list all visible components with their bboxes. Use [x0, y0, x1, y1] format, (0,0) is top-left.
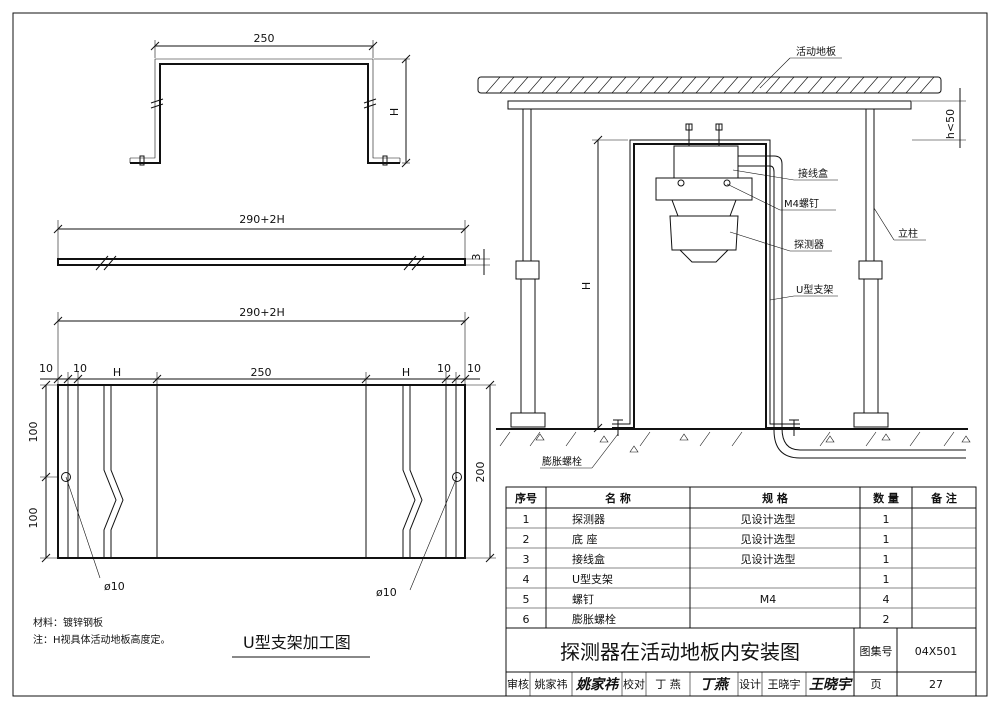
label-u-bracket: U型支架: [796, 283, 833, 296]
install-dim-h: H: [580, 282, 593, 290]
label-m4-screw: M4螺钉: [784, 198, 819, 210]
hole-label-left: ø10: [104, 580, 125, 593]
designer-name: 王晓宇: [768, 678, 801, 691]
checker-signature: 丁燕: [700, 676, 731, 693]
title-block: 探测器在活动地板内安装图 图集号 04X501 页 27 审核 姚家祎 姚家祎 …: [505, 627, 977, 697]
atlas-number: 04X501: [915, 645, 958, 658]
svg-text:U型支架: U型支架: [572, 572, 613, 586]
svg-text:1: 1: [883, 533, 890, 546]
svg-text:探测器: 探测器: [572, 513, 605, 526]
flat-pattern-view: 290+2H 10 10 H 250 H 10 10 ø10: [27, 306, 496, 599]
svg-text:M4: M4: [760, 593, 777, 606]
dim-left-100-top: 100: [27, 422, 40, 443]
dim-flat-10b: 10: [73, 362, 87, 375]
svg-text:见设计选型: 见设计选型: [741, 512, 796, 526]
svg-text:膨胀螺栓: 膨胀螺栓: [572, 612, 616, 626]
svg-text:底 座: 底 座: [572, 532, 598, 546]
installation-view: H h<50 活动地板 接线盒 M4螺钉 探测器 立柱 U型支架 膨胀螺栓: [477, 45, 971, 469]
svg-text:4: 4: [883, 593, 890, 606]
dim-flat-length: 290+2H: [239, 306, 284, 319]
dim-right-200: 200: [474, 462, 487, 483]
table-row: 1 探测器 见设计选型 1: [523, 512, 890, 526]
dim-left-100-bottom: 100: [27, 508, 40, 529]
sheet-border: [12, 12, 988, 697]
table-row: 2 底 座 见设计选型 1: [523, 532, 890, 546]
svg-text:2: 2: [523, 533, 530, 546]
table-header-name: 名 称: [605, 491, 631, 505]
dim-strip-length: 290+2H: [239, 213, 284, 226]
dim-flat-h-left: H: [113, 366, 121, 379]
dim-flat-10c: 10: [437, 362, 451, 375]
svg-text:见设计选型: 见设计选型: [741, 532, 796, 546]
dim-250-top: 250: [254, 32, 275, 45]
reviewer-signature: 姚家祎: [575, 676, 620, 693]
label-post: 立柱: [898, 227, 918, 240]
table-row: 3 接线盒 见设计选型 1: [523, 552, 890, 566]
dim-flat-h-right: H: [402, 366, 410, 379]
dim-flat-10d: 10: [467, 362, 481, 375]
label-anchor-bolt: 膨胀螺栓: [542, 455, 582, 468]
height-note: 注：H视具体活动地板高度定。: [33, 633, 171, 646]
svg-text:2: 2: [883, 613, 890, 626]
svg-text:1: 1: [883, 513, 890, 526]
table-row: 5 螺钉 M4 4: [523, 593, 890, 606]
hole-label-right: ø10: [376, 586, 397, 599]
checker-name: 丁 燕: [655, 678, 681, 691]
table-header-qty: 数 量: [873, 491, 899, 505]
parts-table: 序号 名 称 规 格 数 量 备 注 1 探测器 见设计选型 1 2 底 座 见…: [505, 486, 977, 629]
svg-text:1: 1: [523, 513, 530, 526]
page-label: 页: [871, 678, 882, 691]
svg-text:3: 3: [523, 553, 530, 566]
check-label: 校对: [623, 677, 645, 691]
svg-text:4: 4: [523, 573, 530, 586]
svg-text:接线盒: 接线盒: [572, 552, 605, 566]
strip-view: 290+2H 3: [53, 213, 490, 275]
svg-text:见设计选型: 见设计选型: [741, 552, 796, 566]
table-row: 6 膨胀螺栓 2: [523, 612, 890, 626]
label-junction-box: 接线盒: [798, 167, 828, 180]
review-label: 审核: [507, 677, 529, 691]
dim-h-top: H: [388, 108, 401, 116]
table-header-no: 序号: [515, 491, 537, 505]
u-bracket-side-view: 250 H: [129, 32, 411, 168]
svg-text:螺钉: 螺钉: [572, 593, 594, 606]
reviewer-name: 姚家祎: [535, 677, 568, 691]
table-header-remark: 备 注: [930, 491, 957, 505]
drawing-title: 探测器在活动地板内安装图: [560, 640, 800, 664]
svg-text:1: 1: [883, 573, 890, 586]
material-note: 材料：镀锌钢板: [33, 616, 103, 629]
install-dim-h50: h<50: [944, 109, 957, 139]
label-detector: 探测器: [794, 238, 824, 251]
dim-flat-250: 250: [251, 366, 272, 379]
page-number: 27: [929, 678, 943, 691]
svg-text:5: 5: [523, 593, 530, 606]
design-label: 设计: [739, 678, 761, 691]
svg-text:1: 1: [883, 553, 890, 566]
table-row: 4 U型支架 1: [523, 572, 890, 586]
designer-signature: 王晓宇: [809, 676, 853, 693]
dim-flat-10a: 10: [39, 362, 53, 375]
svg-text:6: 6: [523, 613, 530, 626]
dim-strip-thickness: 3: [470, 254, 483, 261]
table-header-spec: 规 格: [762, 491, 789, 505]
label-raised-floor: 活动地板: [796, 45, 836, 58]
fabrication-title: U型支架加工图: [243, 633, 351, 652]
atlas-label: 图集号: [860, 644, 893, 658]
